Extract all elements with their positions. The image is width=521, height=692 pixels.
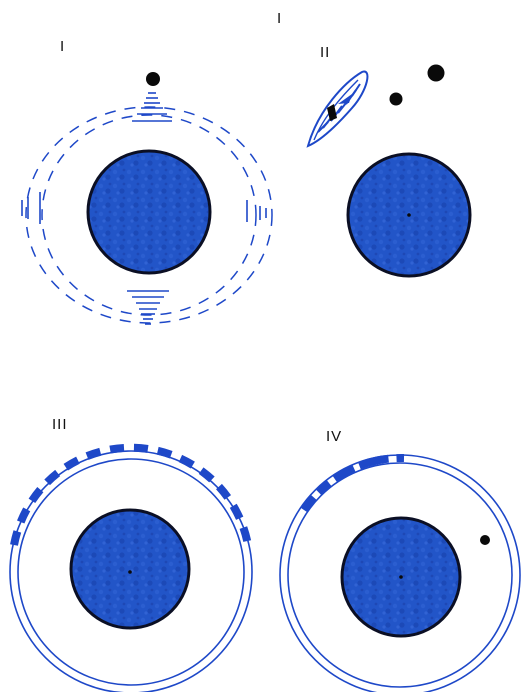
panel-4-debris-arc xyxy=(304,458,404,510)
panel-3-planet-center xyxy=(128,570,132,574)
panel-1-moon xyxy=(146,72,160,86)
panel-2-moon-large xyxy=(428,65,445,82)
panel-4-planet-center xyxy=(399,575,403,579)
panel-1-bottom-wave-lines xyxy=(127,291,169,324)
panel-4 xyxy=(280,455,520,692)
panel-2-planet-center xyxy=(407,213,411,217)
panel-2 xyxy=(308,65,470,277)
panel-1 xyxy=(22,72,272,324)
panel-3-planet xyxy=(71,510,189,628)
panel-2-moon-small xyxy=(390,93,403,106)
panel-4-moon xyxy=(480,535,490,545)
panel-1-planet xyxy=(88,151,210,273)
panel-2-disrupted-moon xyxy=(308,72,367,146)
panel-3 xyxy=(10,448,252,692)
